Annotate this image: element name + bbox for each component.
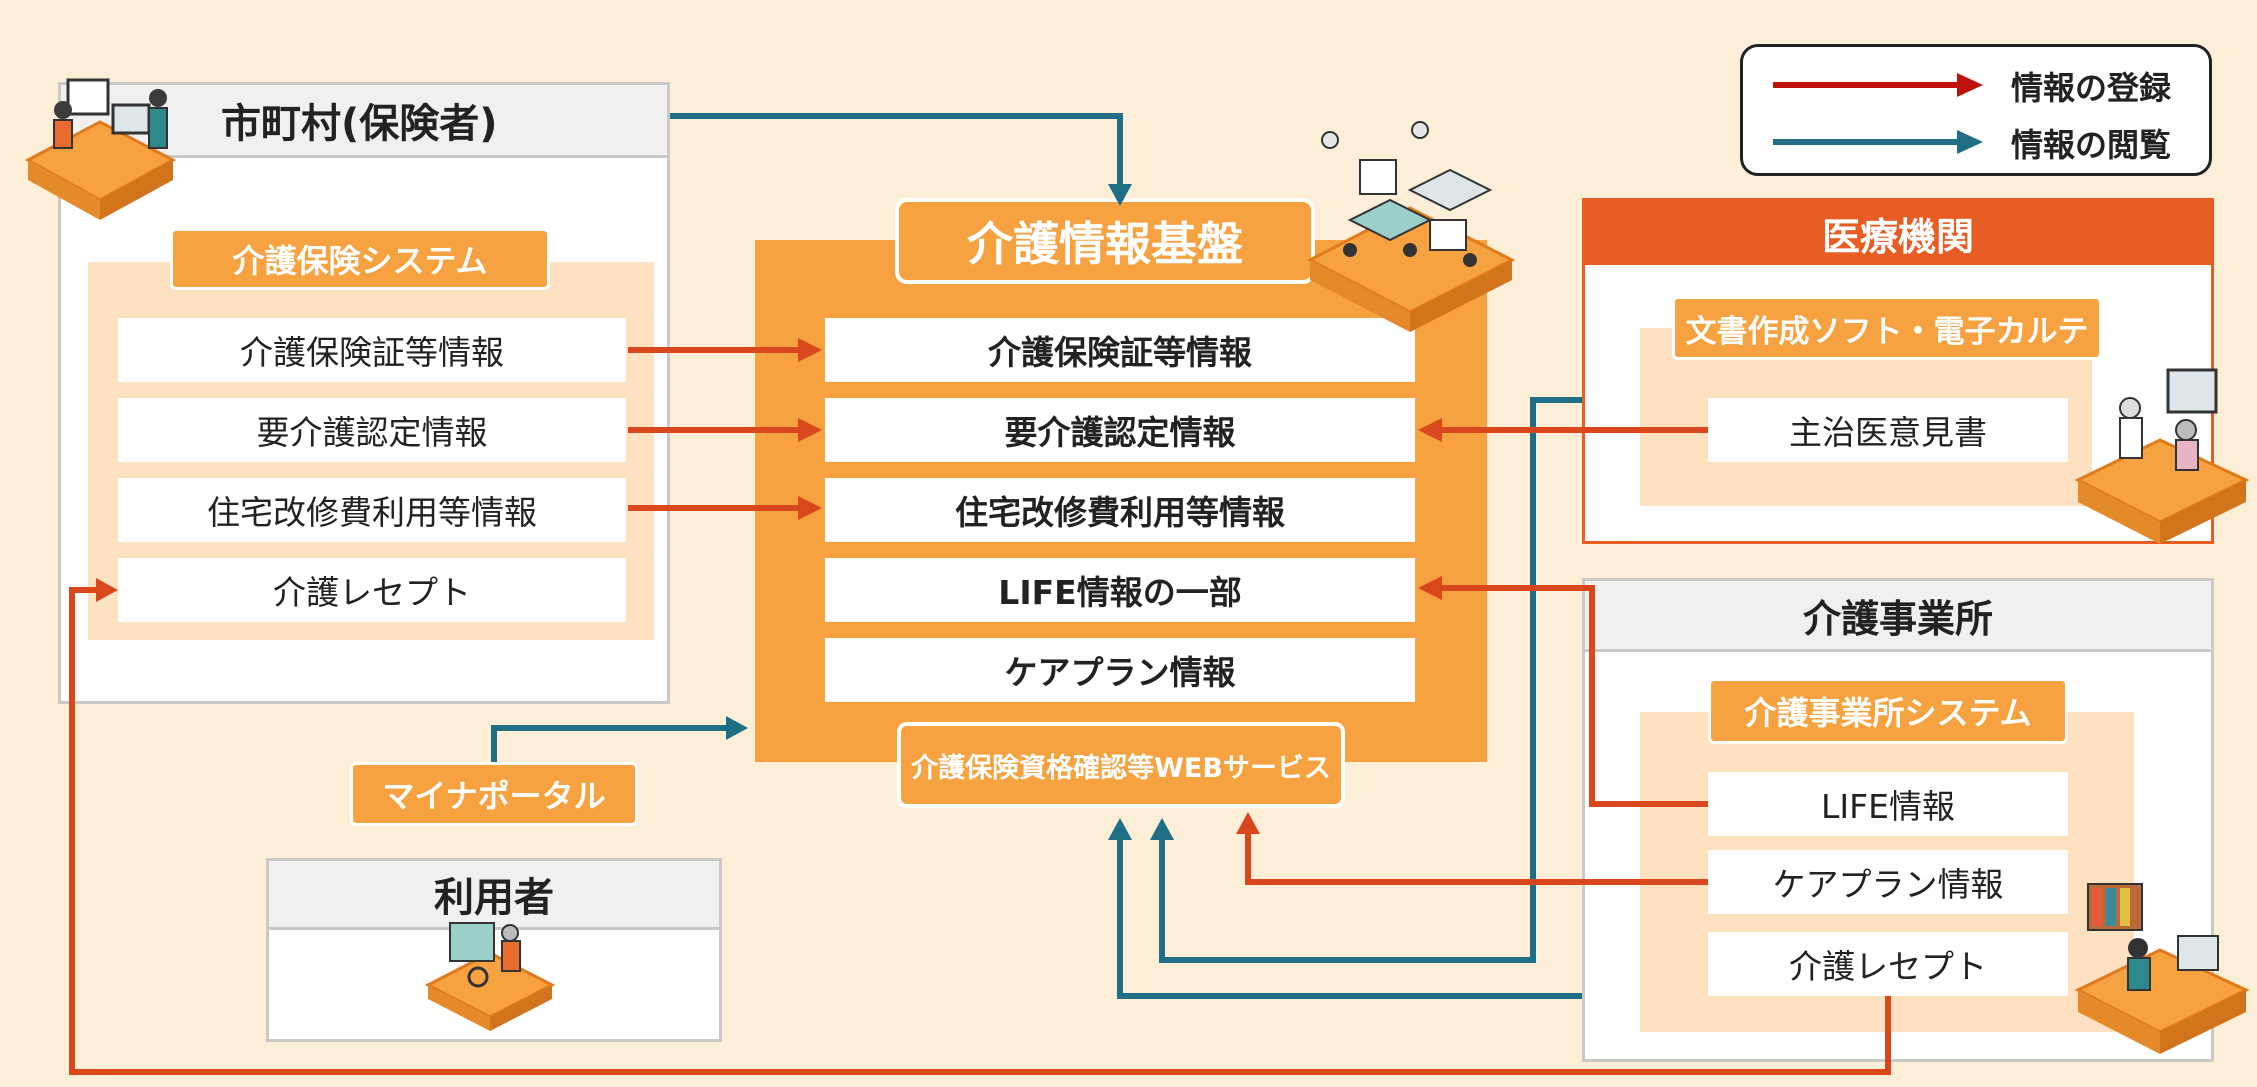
municipality-item-care-receipt: 介護レセプト — [118, 558, 626, 622]
legend-view-label: 情報の閲覧 — [2011, 126, 2172, 164]
platform-item-home-renovation: 住宅改修費利用等情報 — [825, 478, 1415, 542]
municipality-item-care-certification: 要介護認定情報 — [118, 398, 626, 462]
legend-arrows — [1773, 73, 1983, 154]
municipality-title: 市町村(保険者) — [221, 101, 498, 147]
arrow-register-care-receipt — [69, 587, 1891, 1075]
portal-label: マイナポータル — [350, 762, 638, 826]
legend-view-arrowhead — [1957, 130, 1983, 154]
municipality-item-home-renovation: 住宅改修費利用等情報 — [118, 478, 626, 542]
care-office-staff-illustration — [2074, 883, 2250, 1054]
care-office-title: 介護事業所 — [1802, 596, 1993, 641]
arrow-municipality-to-platform — [670, 113, 1123, 188]
arrow-medical-view — [1159, 397, 1582, 963]
care-office-item-care-plan: ケアプラン情報 — [1708, 850, 2068, 914]
arrow-care-office-view — [1117, 838, 1582, 999]
arrow-register-life — [1440, 585, 1708, 807]
arrow-register-physician-opinion-head — [1418, 418, 1442, 442]
platform-item-care-plan: ケアプラン情報 — [825, 638, 1415, 702]
legend: 情報の登録 情報の閲覧 — [1740, 44, 2212, 176]
platform-community-illustration — [1306, 121, 1516, 332]
arrow-register-insurance-card-head — [798, 338, 822, 362]
medical-doctor-illustration — [2074, 368, 2250, 544]
arrow-portal-to-platform — [491, 725, 728, 762]
medical-system-label: 文書作成ソフト・電子カルテ — [1672, 296, 2102, 360]
platform-title: 介護情報基盤 — [967, 217, 1243, 271]
legend-register-arrowhead — [1957, 73, 1983, 97]
medical-item-physician-opinion: 主治医意見書 — [1708, 398, 2068, 462]
municipality-item-insurance-card: 介護保険証等情報 — [118, 318, 626, 382]
municipality-office-illustration — [24, 78, 177, 220]
user-title: 利用者 — [434, 875, 554, 921]
arrow-portal-to-platform-head — [726, 716, 748, 740]
medical-title: 医療機関 — [1821, 214, 1974, 259]
arrow-register-care-plan — [1245, 832, 1708, 885]
legend-register-label: 情報の登録 — [2011, 69, 2172, 107]
user-caregiver-illustration — [424, 922, 556, 1031]
platform-title-box: 介護情報基盤 — [895, 198, 1315, 284]
arrow-register-care-receipt-head — [96, 578, 118, 602]
arrow-register-home-renovation-head — [798, 496, 822, 520]
platform-item-care-certification: 要介護認定情報 — [825, 398, 1415, 462]
municipality-system-label: 介護保険システム — [170, 228, 550, 290]
platform-item-life-partial: LIFE情報の一部 — [825, 558, 1415, 622]
arrow-register-care-certification-head — [798, 418, 822, 442]
care-office-item-care-receipt: 介護レセプト — [1708, 932, 2068, 996]
platform-item-insurance-card: 介護保険証等情報 — [825, 318, 1415, 382]
medical-header: 医療機関 — [1585, 201, 2211, 265]
care-office-header: 介護事業所 — [1585, 581, 2211, 652]
care-office-system-label: 介護事業所システム — [1708, 678, 2068, 744]
care-office-item-life: LIFE情報 — [1708, 772, 2068, 836]
arrow-register-care-plan-head — [1236, 812, 1260, 834]
arrow-medical-view-head — [1150, 818, 1174, 840]
platform-web-service-label: 介護保険資格確認等WEBサービス — [911, 752, 1331, 784]
arrow-municipality-to-platform-head — [1108, 184, 1132, 206]
arrow-care-office-view-head — [1108, 818, 1132, 840]
arrow-register-life-head — [1418, 576, 1442, 600]
platform-web-service: 介護保険資格確認等WEBサービス — [897, 722, 1345, 808]
